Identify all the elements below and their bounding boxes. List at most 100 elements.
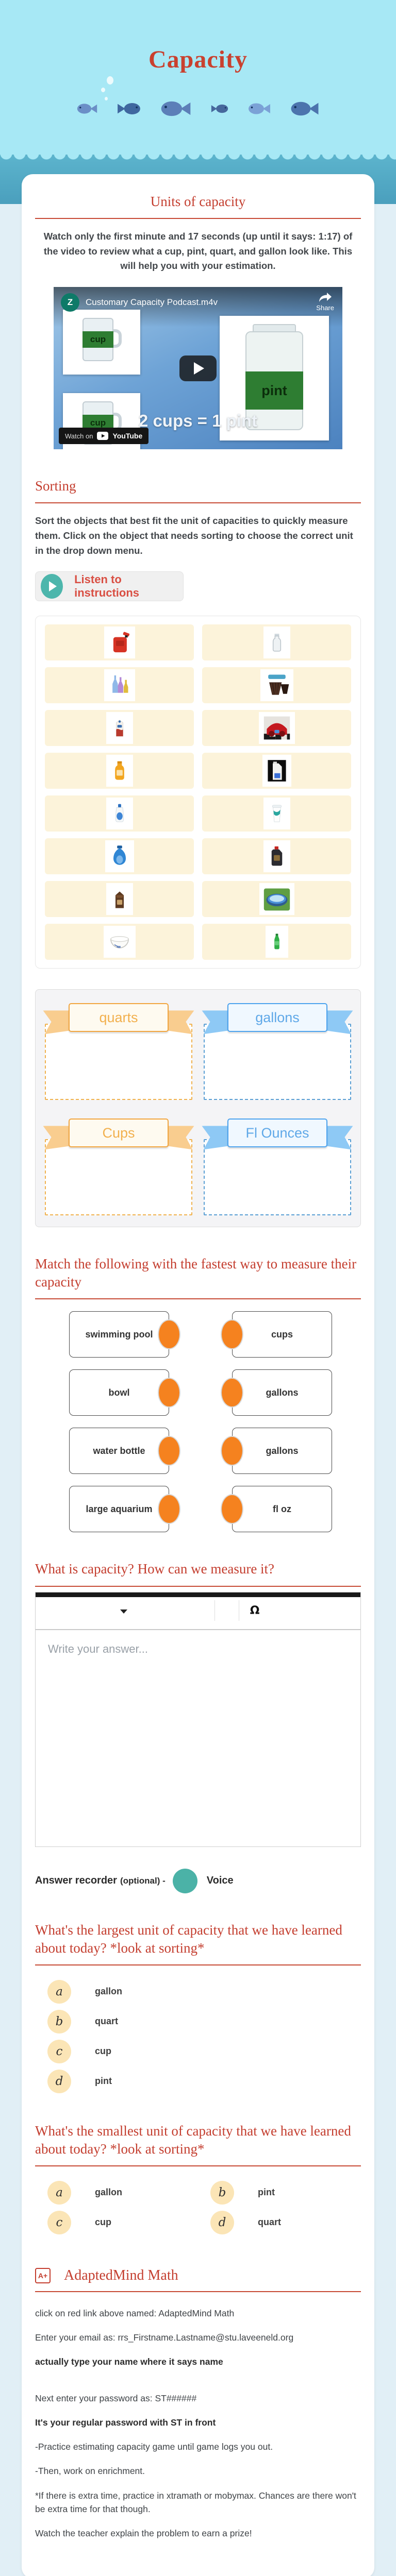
connector-dot[interactable] [158,1494,180,1524]
sort-item-creamer-carton[interactable] [45,710,194,747]
bowl-icon [103,926,136,958]
share-button[interactable]: Share [316,292,334,312]
connector-dot[interactable] [158,1436,180,1466]
voice-record-button[interactable] [172,1868,197,1893]
sort-item-bowl[interactable] [45,924,194,960]
option-letter-button[interactable]: c [47,2039,71,2063]
bubble-icon [107,76,113,84]
sort-item-dish-soap[interactable] [45,795,194,832]
adaptedmind-link[interactable]: AdaptedMind Math [64,2267,178,2283]
milk-jug-icon [262,755,291,787]
format-dropdown-icon[interactable] [120,1609,127,1614]
sorting-grid [35,616,361,969]
match-right-cups[interactable]: cups [221,1311,332,1358]
connector-dot[interactable] [221,1494,243,1524]
section-free-response: What is capacity? How can we measure it?… [35,1560,361,1893]
sort-item-motor-oil[interactable] [202,838,351,875]
options-grid: a gallon b pint c cup d quart [35,2180,361,2240]
connector-dot[interactable] [221,1436,243,1466]
option-label: cup [95,2217,112,2228]
option-letter-button[interactable]: a [47,2180,71,2205]
page-title: Capacity [148,46,248,73]
match-right-gallons[interactable]: gallons [221,1369,332,1416]
fish-icon [160,98,192,119]
match-right-fl-oz[interactable]: fl oz [221,1486,332,1533]
motor-oil-icon [263,840,290,873]
special-character-button[interactable]: Ω [250,1604,260,1617]
option-letter-button[interactable]: b [47,2009,71,2033]
instruction-line: Enter your email as: rrs_Firstname.Lastn… [35,2332,294,2343]
section-heading: Units of capacity [150,194,246,209]
option-d: d quart [198,2210,361,2235]
match-label: large aquarium [86,1503,153,1514]
listen-to-instructions-button[interactable]: Listen to instructions [35,571,184,602]
share-icon [319,293,332,302]
section-matching: Match the following with the fastest way… [35,1255,361,1533]
question-heading: What's the largest unit of capacity that… [35,1922,342,1956]
fish-icon [210,104,229,114]
option-c: c cup [35,2210,198,2235]
sort-item-paper-cup[interactable] [202,795,351,832]
section-heading: Match the following with the fastest way… [35,1256,357,1290]
option-letter-button[interactable]: a [47,1979,71,2004]
quarts-dropzone[interactable] [45,1024,192,1100]
channel-avatar[interactable]: Z [61,293,79,312]
play-button[interactable] [179,355,217,381]
quarts-banner: quarts [50,1003,187,1035]
answer-textarea[interactable]: Write your answer... [48,1642,148,1655]
connector-dot[interactable] [221,1319,243,1350]
match-left-large-aquarium[interactable]: large aquarium [69,1486,180,1533]
divider [35,2291,361,2292]
option-letter-button[interactable]: c [47,2210,71,2234]
editor-toolbar: Ω [36,1597,360,1630]
video-thumb-pint-photo: pint [220,316,329,441]
listen-button-label: Listen to instructions [74,573,140,600]
sorting-instructions-bold: Click on the object that needs sorting t… [35,530,353,556]
audio-play-icon [41,574,63,599]
match-left-water-bottle[interactable]: water bottle [69,1428,180,1475]
option-a: a gallon [35,2180,198,2206]
recorder-optional-label: (optional) - [120,1875,166,1886]
option-letter-button[interactable]: d [47,2069,71,2093]
sort-item-detergent[interactable] [45,838,194,875]
sort-item-cupcake-liners[interactable] [202,667,351,704]
connector-dot[interactable] [221,1378,243,1408]
match-label: gallons [266,1387,299,1398]
option-c: c cup [35,2039,361,2064]
section-adaptedmind: A+ AdaptedMind Math click on red link ab… [35,2267,361,2540]
sort-item-gas-can[interactable] [45,624,194,661]
sort-item-chocolate-milk[interactable] [45,881,194,918]
match-right-gallons-2[interactable]: gallons [221,1428,332,1475]
connector-dot[interactable] [158,1319,180,1350]
option-letter-button[interactable]: d [210,2210,234,2234]
sort-item-glass-bottle[interactable] [202,624,351,661]
sort-item-red-car[interactable] [202,710,351,747]
match-label: cups [271,1329,293,1340]
option-label: gallon [95,2187,122,2198]
gallons-dropzone[interactable] [204,1024,351,1100]
fish-decoration [0,98,396,119]
sort-item-swimming-pool[interactable] [202,881,351,918]
option-letter-button[interactable]: b [210,2180,234,2205]
fl-ounces-dropzone[interactable] [204,1139,351,1216]
connector-dot[interactable] [158,1378,180,1408]
match-left-swimming-pool[interactable]: swimming pool [69,1311,180,1358]
sort-item-orange-juice[interactable] [45,753,194,789]
sort-item-soda-bottle[interactable] [202,924,351,960]
instruction-line: click on red link above named: AdaptedMi… [35,2308,235,2318]
sort-item-milk-jug[interactable] [202,753,351,789]
cups-dropzone[interactable] [45,1139,192,1216]
sort-item-icing-bottles[interactable] [45,667,194,704]
bin-label: Fl Ounces [227,1118,327,1148]
section-sorting: Sorting Sort the objects that best fit t… [35,477,361,1228]
paper-cup-icon [263,798,290,830]
pint-jar-illustration: pint [245,324,303,431]
youtube-icon [97,432,109,440]
instruction-line: Watch the teacher explain the problem to… [35,2528,252,2539]
instruction-line: Next enter your password as: ST###### [35,2393,197,2403]
option-b: b quart [35,2009,361,2035]
video-title[interactable]: Customary Capacity Podcast.m4v [86,297,218,308]
video-player[interactable]: cup cup pint Z Customary Capacity Podcas… [54,287,342,450]
match-left-bowl[interactable]: bowl [69,1369,180,1416]
watch-on-youtube-button[interactable]: Watch on YouTube [59,428,149,445]
